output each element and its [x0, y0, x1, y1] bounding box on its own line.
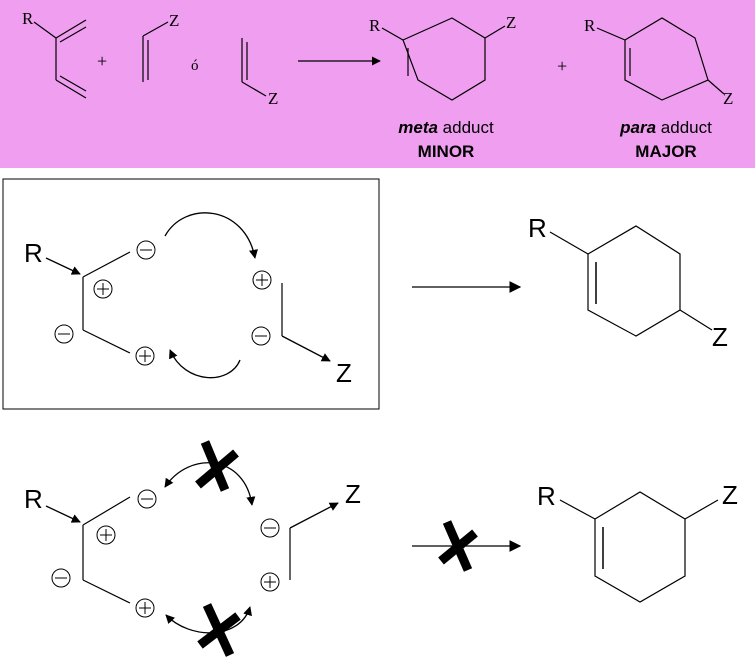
favored-product-r-label: R	[528, 213, 547, 243]
dienophile-1-z-label: Z	[169, 11, 179, 30]
blocked-x-mark-top	[195, 440, 239, 492]
favored-mechanism: R Z	[2, 178, 380, 410]
dienophile-1-structure: Z	[142, 11, 179, 82]
favored-charge-minus-3	[251, 326, 271, 346]
diene-r-label: R	[22, 9, 34, 28]
meta-status-label: MINOR	[418, 142, 475, 161]
favored-product-z-label: Z	[712, 322, 728, 352]
favored-product-structure: R Z	[528, 213, 728, 352]
or-word: ó	[191, 58, 199, 74]
para-z-label: Z	[723, 89, 733, 108]
favored-curved-arrow-top	[164, 212, 258, 259]
para-adduct-caption: para adduct	[619, 118, 712, 137]
top-reaction-panel: R + Z ó Z R	[0, 0, 755, 168]
favored-charge-plus-2	[135, 346, 155, 366]
disfavored-charge-plus-1	[96, 525, 116, 545]
para-status-label: MAJOR	[635, 142, 696, 161]
favored-charge-plus-3	[252, 270, 272, 290]
favored-mechanism-box	[2, 178, 380, 410]
disfavored-curved-arrow-top	[164, 462, 256, 506]
favored-curved-arrow-bottom	[169, 349, 241, 379]
para-product-structure: R Z	[584, 16, 733, 108]
plus-sign-2: +	[557, 56, 567, 76]
diene-structure: R	[22, 9, 87, 99]
favored-charge-minus-2	[54, 324, 74, 344]
disfavored-charge-plus-3	[260, 572, 280, 592]
disfavored-charge-minus-1	[137, 489, 157, 509]
plus-sign-1: +	[97, 51, 107, 71]
favored-z-label: Z	[336, 358, 352, 388]
top-panel-background	[0, 0, 755, 168]
meta-r-label: R	[369, 16, 381, 35]
para-r-label: R	[584, 16, 596, 35]
favored-charge-minus-1	[136, 240, 156, 260]
disfavored-product-r-label: R	[537, 481, 556, 511]
disfavored-reaction-arrow	[412, 520, 522, 572]
disfavored-r-label: R	[24, 484, 43, 514]
favored-charge-plus-1	[93, 279, 113, 299]
dienophile-2-z-label: Z	[268, 89, 278, 108]
blocked-x-mark-bottom	[197, 603, 241, 657]
disfavored-z-label: Z	[345, 479, 361, 509]
disfavored-charge-minus-2	[51, 568, 71, 588]
meta-product-structure: R Z	[369, 13, 516, 101]
disfavored-charge-minus-3	[260, 518, 280, 538]
disfavored-mechanism: R Z	[24, 440, 361, 657]
disfavored-product-z-label: Z	[722, 480, 738, 510]
meta-z-label: Z	[506, 13, 516, 32]
disfavored-product-structure: R Z	[537, 480, 738, 603]
favored-r-label: R	[24, 238, 43, 268]
meta-adduct-caption: meta adduct	[398, 118, 494, 137]
dienophile-2-structure: Z	[241, 38, 278, 108]
disfavored-charge-plus-2	[135, 598, 155, 618]
